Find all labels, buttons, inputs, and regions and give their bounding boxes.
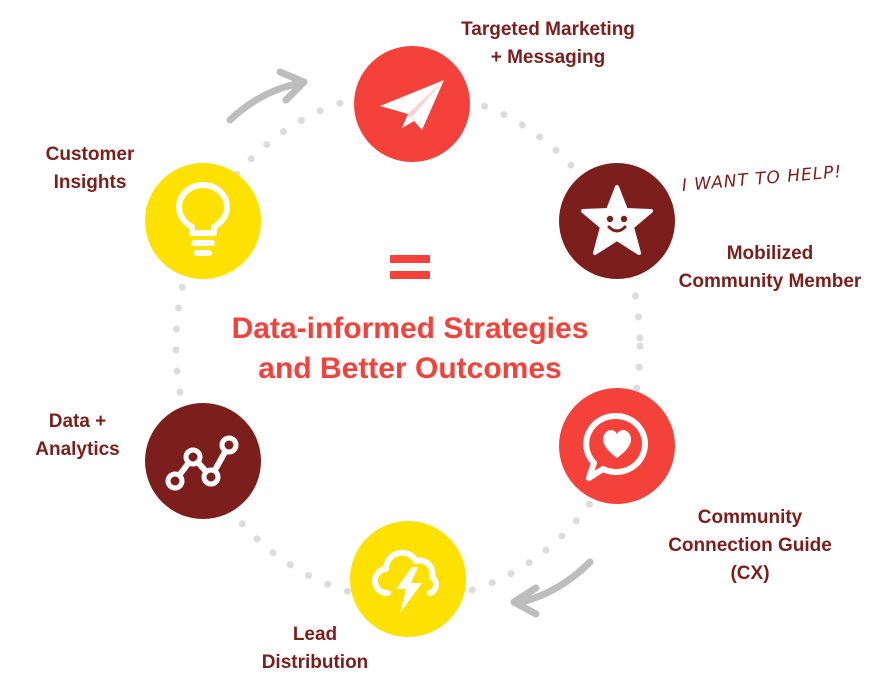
center-line-1: Data-informed Strategies xyxy=(231,312,589,345)
label-connection-guide: Community Connection Guide (CX) xyxy=(668,507,832,584)
node-mobilized-member xyxy=(559,163,675,279)
return-arrow-icon xyxy=(510,558,594,618)
label-lead-distribution: Lead Distribution xyxy=(261,624,369,673)
center-line-2: and Better Outcomes xyxy=(258,352,562,385)
heart-speech-bubble-icon xyxy=(583,412,648,481)
node-customer-insights xyxy=(145,163,261,279)
node-targeted-marketing xyxy=(354,46,470,162)
node-connection-guide xyxy=(559,388,675,504)
node-lead-distribution xyxy=(350,521,466,637)
node-data-analytics xyxy=(145,403,261,519)
lightbulb-icon xyxy=(176,182,230,256)
label-customer-insights: Customer Insights xyxy=(45,144,135,193)
clockwise-arrow-icon xyxy=(226,68,308,124)
label-targeted-marketing: Targeted Marketing + Messaging xyxy=(461,19,635,68)
center-statement: Data-informed Strategies and Better Outc… xyxy=(200,255,620,389)
paper-plane-icon xyxy=(380,80,444,130)
equals-sign-icon xyxy=(390,255,430,279)
lightning-cloud-icon xyxy=(372,549,439,613)
label-data-analytics: Data + Analytics xyxy=(35,411,120,460)
smiling-star-icon xyxy=(581,185,653,255)
line-graph-icon xyxy=(165,435,239,491)
label-mobilized-member: Mobilized Community Member xyxy=(678,243,862,292)
